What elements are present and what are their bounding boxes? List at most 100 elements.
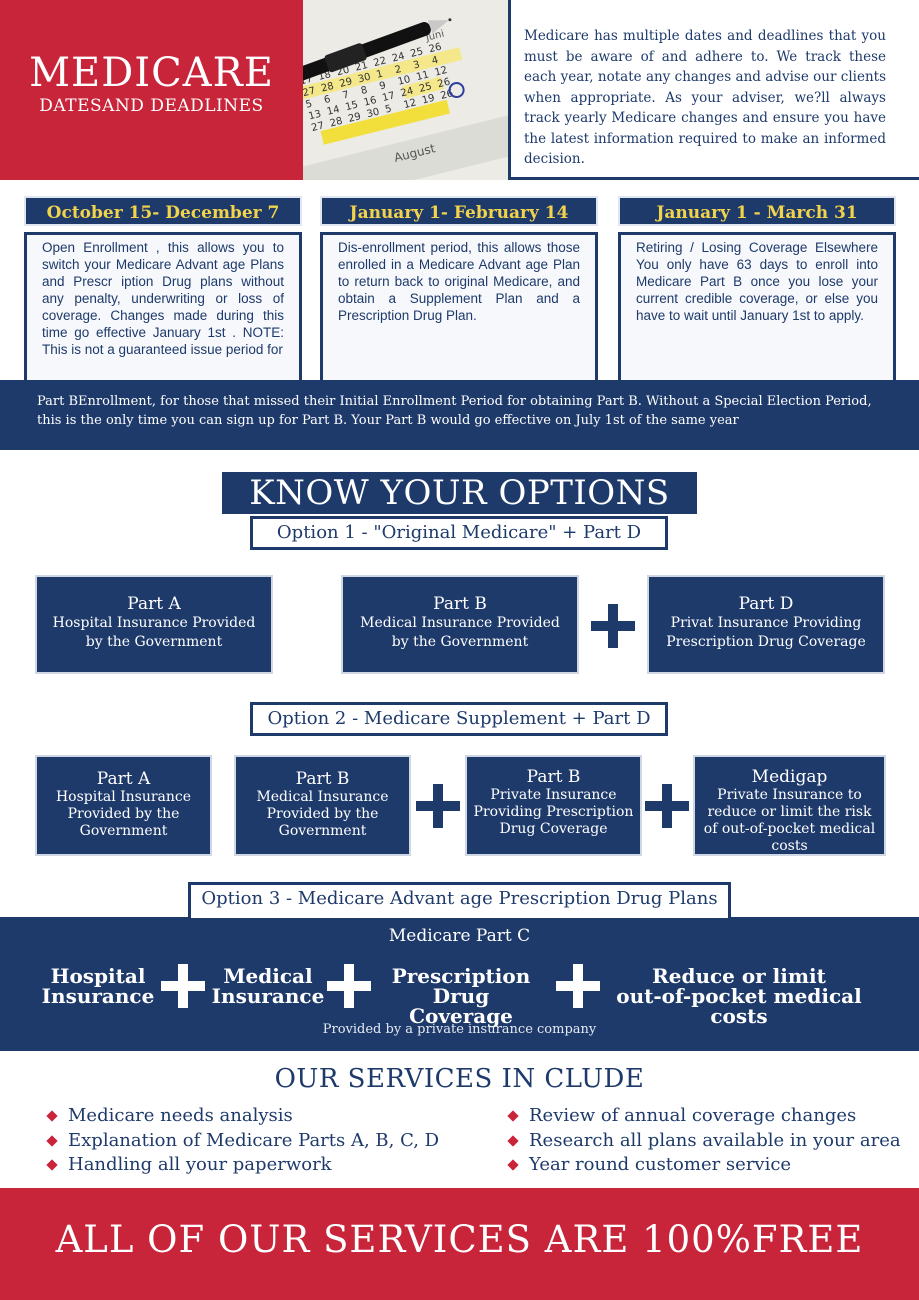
intro-frame	[508, 0, 919, 180]
services-list-left: Medicare needs analysis Explanation of M…	[46, 1104, 486, 1178]
footer-slogan: ALL OF OUR SERVICES ARE 100%FREE	[55, 1218, 864, 1261]
option-3-band	[0, 917, 919, 1051]
item-line: Prescription	[391, 964, 531, 988]
option-2-medigap: Medigap Private Insurance to reduce or l…	[693, 755, 886, 856]
plus-icon	[416, 784, 460, 828]
box-title: Part B	[526, 767, 581, 787]
diamond-bullet-icon	[46, 1159, 58, 1171]
page-subtitle: DATESAND DEADLINES	[39, 96, 264, 116]
box-description: Medical Insurance Provided by the Govern…	[360, 615, 560, 650]
part-c-item-hospital: Hospital Insurance	[40, 966, 156, 1006]
diamond-bullet-icon	[507, 1110, 519, 1122]
part-c-footnote: Provided by a private insurance company	[322, 1022, 597, 1037]
diamond-bullet-icon	[507, 1159, 519, 1171]
calendar-day: 28	[320, 81, 335, 95]
deadline-title: January 1 - March 31	[618, 196, 896, 226]
calendar-day: 25	[409, 46, 424, 60]
calendar-day: 29	[338, 76, 353, 90]
calendar-day: 12	[434, 65, 449, 79]
calendar-day: 14	[326, 104, 341, 118]
calendar-day: 28	[329, 116, 344, 130]
calendar-day: 2	[394, 64, 403, 76]
box-description: Private Insurance Providing Prescription…	[473, 787, 634, 837]
item-line: Drug Coverage	[409, 984, 513, 1028]
service-item: Handling all your paperwork	[46, 1153, 486, 1178]
calendar-day: 27	[310, 120, 325, 134]
option-2-part-b: Part B Medical Insurance Provided by the…	[234, 755, 411, 856]
box-description: Private Insurance to reduce or limit the…	[703, 787, 876, 854]
calendar-day: 19	[421, 93, 436, 107]
calendar-day: 16	[363, 95, 378, 109]
options-heading: KNOW YOUR OPTIONS	[222, 472, 697, 514]
calendar-day: 17	[381, 90, 396, 104]
calendar-day: 29	[347, 111, 362, 125]
plus-icon	[161, 964, 205, 1008]
calendar-day: 27	[303, 85, 317, 99]
diamond-bullet-icon	[46, 1110, 58, 1122]
option-3-label: Option 3 - Medicare Advant age Prescript…	[188, 882, 731, 918]
box-title: Part A	[96, 769, 151, 789]
box-title: Part D	[738, 594, 794, 614]
option-2-part-b-prescription: Part B Private Insurance Providing Presc…	[465, 755, 642, 856]
plus-icon	[645, 784, 689, 828]
services-title: OUR SERVICES IN CLUDE	[274, 1064, 645, 1094]
calendar-day: 4	[431, 55, 440, 67]
calendar-day: 6	[323, 94, 332, 106]
item-line: out-of-pocket medical costs	[616, 984, 862, 1028]
box-title: Part B	[433, 594, 487, 614]
calendar-day: 21	[354, 60, 369, 74]
calendar-day: 9	[378, 80, 387, 92]
calendar-day: 26	[428, 42, 443, 56]
service-item: Year round customer service	[507, 1153, 907, 1178]
calendar-day: 22	[372, 55, 387, 69]
option-1-label: Option 1 - "Original Medicare" + Part D	[250, 516, 668, 550]
part-c-item-medical: Medical Insurance	[210, 966, 326, 1006]
calendar-day: 7	[341, 89, 350, 101]
medicare-part-c-heading: Medicare Part C	[388, 926, 531, 946]
box-description: Hospital Insurance Provided by the Gover…	[52, 615, 256, 650]
box-description: Medical Insurance Provided by the Govern…	[256, 789, 389, 839]
partb-enrollment-text: Part BEnrollment, for those that missed …	[37, 394, 872, 428]
box-title: Medigap	[751, 767, 828, 787]
plus-icon	[591, 604, 635, 648]
calendar-day: 12	[403, 97, 418, 111]
service-text: Review of annual coverage changes	[529, 1105, 857, 1126]
option-1-part-a: Part A Hospital Insurance Provided by th…	[35, 575, 273, 674]
service-item: Research all plans available in your are…	[507, 1129, 907, 1154]
box-title: Part B	[295, 769, 350, 789]
deadline-column-2: January 1- February 14 Dis-enrollment pe…	[320, 196, 598, 382]
partb-enrollment-band	[0, 380, 919, 450]
item-line: Insurance	[41, 984, 155, 1008]
box-title: Part A	[127, 594, 181, 614]
plus-icon	[556, 964, 600, 1008]
item-line: Medical	[223, 964, 313, 988]
calendar-day: 24	[400, 86, 415, 100]
calendar-day: 8	[360, 85, 369, 97]
deadline-column-1: October 15- December 7 Open Enrollment ,…	[24, 196, 302, 382]
box-description: Hospital Insurance Provided by the Gover…	[55, 789, 192, 839]
service-text: Medicare needs analysis	[68, 1105, 293, 1126]
service-text: Handling all your paperwork	[68, 1154, 332, 1175]
plus-icon	[327, 964, 371, 1008]
calendar-day: 15	[344, 99, 359, 113]
calendar-day: 24	[391, 51, 406, 65]
option-1-part-d: Part D Privat Insurance Providing Prescr…	[647, 575, 885, 674]
deadline-title: January 1- February 14	[320, 196, 598, 226]
deadline-body: Dis-enrollment period, this allows those…	[320, 232, 598, 382]
calendar-day: 3	[412, 59, 421, 71]
deadline-body: Retiring / Losing Coverage Elsewhere You…	[618, 232, 896, 382]
diamond-bullet-icon	[507, 1134, 519, 1147]
calendar-day: 5	[305, 99, 314, 111]
item-line: Insurance	[211, 984, 325, 1008]
calendar-day: 1	[375, 69, 384, 81]
option-2-label: Option 2 - Medicare Supplement + Part D	[250, 702, 668, 736]
service-text: Explanation of Medicare Parts A, B, C, D	[68, 1129, 440, 1151]
intro-paragraph: Medicare has multiple dates and deadline…	[524, 28, 886, 167]
calendar-day: 13	[307, 109, 322, 123]
calendar-day: 30	[357, 72, 372, 86]
diamond-bullet-icon	[46, 1134, 58, 1147]
service-item: Review of annual coverage changes	[507, 1104, 907, 1129]
calendar-day: 25	[418, 81, 433, 95]
calendar-day: 11	[415, 69, 430, 83]
